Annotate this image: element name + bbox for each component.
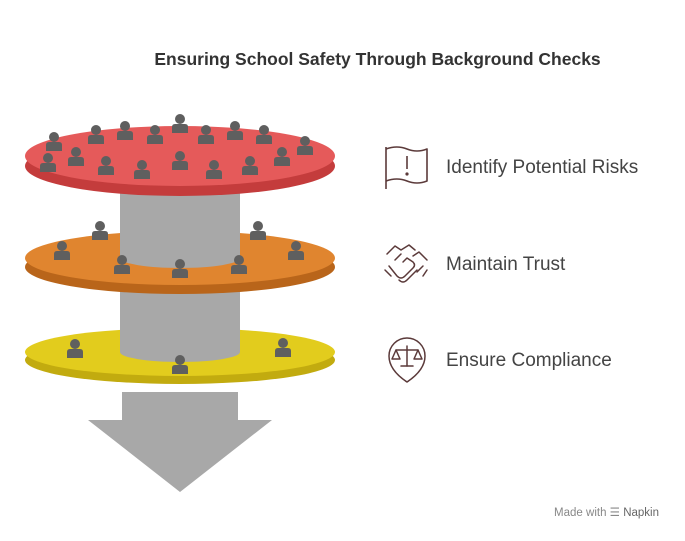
layer-label-risks: Identify Potential Risks	[446, 157, 639, 178]
person-icon	[250, 221, 266, 240]
handshake-icon	[384, 244, 428, 283]
flag-icon	[385, 146, 428, 189]
credit: Made with ☰ Napkin	[554, 505, 659, 519]
person-icon	[92, 221, 108, 240]
scales-icon	[388, 337, 426, 383]
shaft-segment-3	[120, 285, 240, 362]
credit-prefix: Made with	[554, 507, 607, 519]
person-icon	[172, 114, 188, 133]
layer-label-trust: Maintain Trust	[446, 254, 566, 275]
napkin-logo-icon: ☰	[609, 507, 620, 519]
credit-brand: Napkin	[623, 507, 659, 519]
funnel-arrow	[88, 392, 272, 492]
diagram-title: Ensuring School Safety Through Backgroun…	[154, 49, 601, 69]
layer-label-compliance: Ensure Compliance	[446, 350, 612, 371]
